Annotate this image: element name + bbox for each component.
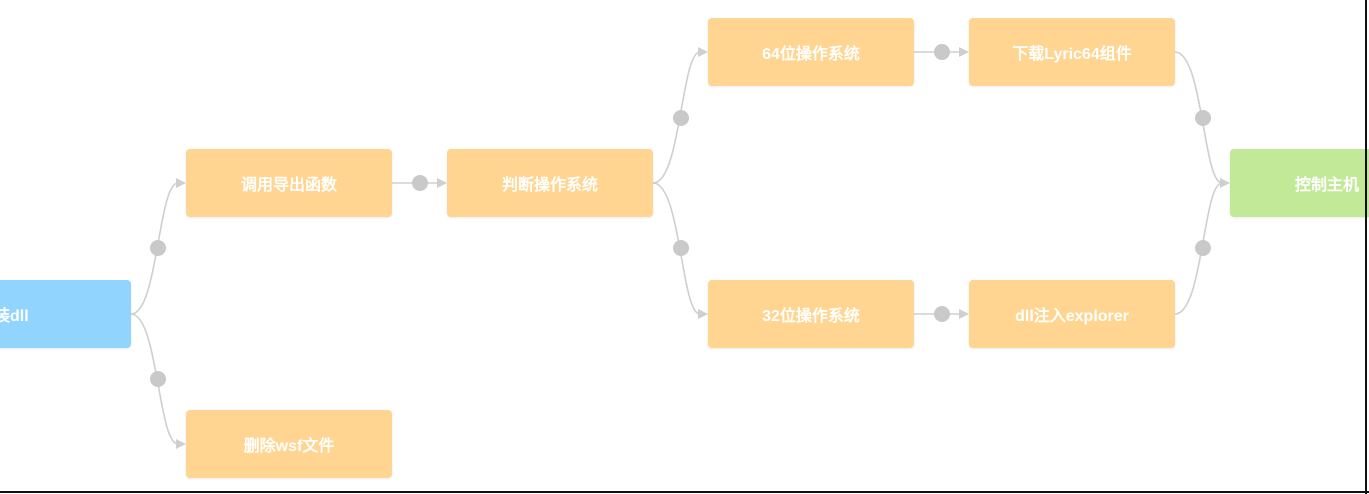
- edge-handle-judge-os64[interactable]: [673, 110, 689, 126]
- edge-handle-os64-download[interactable]: [934, 44, 950, 60]
- node-32bit-os-label: 32位操作系统: [762, 308, 860, 325]
- edge-handle-call-judge[interactable]: [412, 175, 428, 191]
- arrowhead-os32-inject: [959, 309, 969, 319]
- node-control-host-label: 控制主机: [1295, 177, 1360, 194]
- frame-border-bottom: [0, 491, 1369, 493]
- arrowhead-install-call: [176, 178, 186, 188]
- node-64bit-os[interactable]: 64位操作系统: [708, 18, 914, 86]
- edge-handle-os32-inject[interactable]: [934, 306, 950, 322]
- node-32bit-os[interactable]: 32位操作系统: [708, 280, 914, 348]
- node-delete-wsf-file-label: 删除wsf文件: [243, 438, 335, 455]
- node-determine-os-label: 判断操作系统: [501, 177, 598, 194]
- arrowhead-install-delete: [176, 439, 186, 449]
- node-install-dll[interactable]: 安装dll: [0, 280, 131, 348]
- arrowhead-into-control: [1220, 178, 1230, 188]
- node-download-lyric64-label: 下载Lyric64组件: [1012, 46, 1132, 63]
- node-install-dll-label: 安装dll: [0, 308, 29, 325]
- edge-handle-install-delete[interactable]: [150, 371, 166, 387]
- arrowhead-os64-download: [959, 47, 969, 57]
- node-control-host[interactable]: 控制主机: [1230, 149, 1369, 217]
- node-call-export-function-label: 调用导出函数: [240, 177, 337, 194]
- node-delete-wsf-file[interactable]: 删除wsf文件: [186, 410, 392, 478]
- node-call-export-function[interactable]: 调用导出函数: [186, 149, 392, 217]
- node-download-lyric64[interactable]: 下载Lyric64组件: [969, 18, 1175, 86]
- arrowhead-call-judge: [437, 178, 447, 188]
- node-determine-os[interactable]: 判断操作系统: [447, 149, 653, 217]
- edge-handle-inject-control[interactable]: [1195, 240, 1211, 256]
- node-dll-inject-explorer-label: dll注入explorer: [1015, 308, 1129, 325]
- arrowhead-judge-os64: [698, 47, 708, 57]
- edge-handle-judge-os32[interactable]: [673, 240, 689, 256]
- edge-handle-install-call[interactable]: [150, 240, 166, 256]
- node-64bit-os-label: 64位操作系统: [762, 46, 860, 63]
- arrowhead-judge-os32: [698, 309, 708, 319]
- node-dll-inject-explorer[interactable]: dll注入explorer: [969, 280, 1175, 348]
- edge-handle-download-control[interactable]: [1195, 110, 1211, 126]
- frame-border-right: [1365, 0, 1367, 494]
